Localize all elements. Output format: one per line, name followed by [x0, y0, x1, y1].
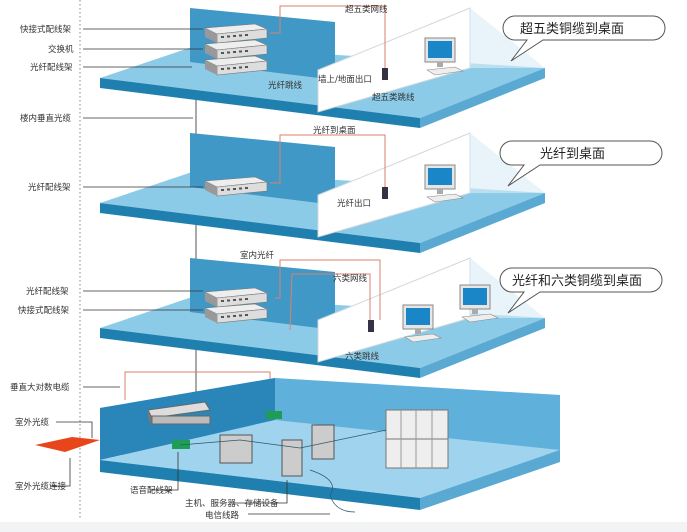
- fiber-patch-panel-label: 光纤配线架: [30, 62, 73, 73]
- floor-2: 光纤到桌面 光纤到桌面 光纤出口: [99, 125, 663, 254]
- outdoor-fiber-connection-pad: [35, 437, 100, 452]
- rack-green: [266, 411, 282, 419]
- indoor-fiber: [275, 259, 381, 320]
- vertical-copper-label: 垂直大对数电缆: [10, 382, 70, 393]
- telecom-line-label: 电信线路: [205, 510, 240, 521]
- indoor-fiber-label: 室内光纤: [240, 250, 275, 261]
- vertical-fiber-label: 楼内垂直光缆: [20, 113, 72, 124]
- cat6-jumper-label: 六类跳线: [345, 351, 380, 362]
- wall-outlet-label: 墙上/地面出口: [318, 74, 372, 85]
- voice-patch-panel-label: 语音配线架: [130, 485, 173, 496]
- switch-label: 交换机: [48, 44, 74, 55]
- bottom-strip: [0, 522, 687, 532]
- cat6-cable-label: 六类网线: [333, 273, 368, 284]
- outlet: [368, 320, 374, 332]
- equipment-room: [35, 371, 560, 513]
- quick-patch-panel-label: 快接式配线架: [20, 24, 72, 35]
- server-cabinet: [219, 434, 253, 464]
- outdoor-fiber-label: 室外光缆: [15, 417, 50, 428]
- voice-patch-panel: [172, 440, 190, 449]
- fiber-patch-panel-label: 光纤配线架: [26, 286, 69, 297]
- fiber-outlet: [382, 187, 388, 199]
- fiber-to-desk-label: 光纤到桌面: [313, 125, 356, 136]
- patch-panel: [147, 401, 211, 426]
- quick-patch-panel-label: 快接式配线架: [18, 305, 70, 316]
- outdoor-fiber-connection-label: 室外光缆连接: [15, 481, 67, 492]
- server: [281, 439, 303, 477]
- storage-array: [385, 409, 449, 469]
- callout-text: 光纤到桌面: [540, 147, 605, 162]
- fiber-jumper-label: 光纤跳线: [268, 80, 303, 91]
- server: [311, 424, 335, 460]
- servers-label: 主机、服务器、存储设备: [185, 498, 279, 509]
- cat6-cable: [289, 273, 371, 331]
- floor-1: 超五类铜缆到桌面 超五类网线 墙上/地面出口 光纤跳线 超五类跳线: [99, 4, 666, 129]
- callout-text: 光纤和六类铜缆到桌面: [512, 273, 642, 289]
- wall-outlet: [382, 68, 388, 80]
- fiber-patch-panel-label: 光纤配线架: [28, 182, 71, 193]
- cat5e-jumper-label: 超五类跳线: [372, 92, 415, 103]
- floor-3: 光纤和六类铜缆到桌面 室内光纤 六类网线 六类跳线: [99, 250, 663, 379]
- left-labels: [50, 28, 330, 515]
- fiber-outlet-label: 光纤出口: [337, 198, 371, 209]
- cat5e-cable-label: 超五类网线: [345, 4, 388, 15]
- cat5e-cable: [270, 5, 386, 70]
- fiber-to-desk-cable: [270, 134, 386, 187]
- callout-text: 超五类铜缆到桌面: [520, 21, 624, 37]
